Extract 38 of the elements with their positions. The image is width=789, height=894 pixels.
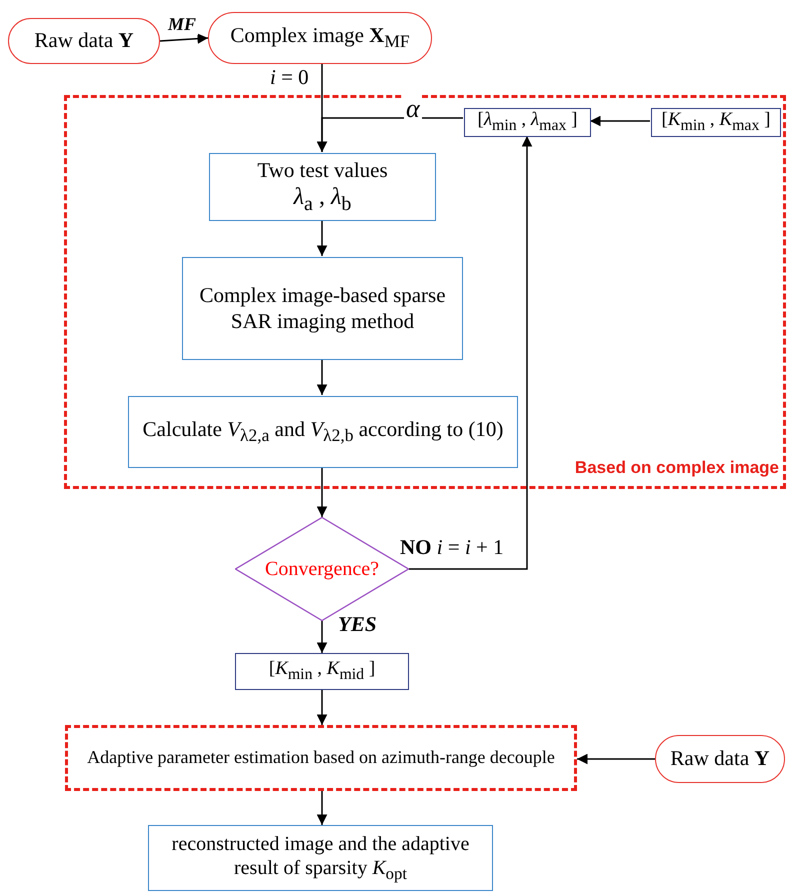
arrow [590,116,650,126]
arrow [316,467,328,517]
process-text: [λ$_{min}$ , λ$_{max}$ ] [476,109,578,136]
terminal-label: Complex image X$_{MF}$ [229,23,411,53]
terminal-label: Raw data Y [669,746,771,772]
terminal-label: Raw data Y [33,28,135,54]
arrow [160,33,208,44]
arrow [409,136,532,570]
process-box [235,653,409,690]
process-box [464,108,591,137]
terminal-box [208,12,432,64]
group-title: Based on complex image [574,458,779,478]
arrow [316,791,328,825]
arrow [316,220,328,256]
process-text: Adaptive parameter estimation based on azimuth-range decouple [86,747,556,769]
process-text: Two test values [256,158,389,184]
process-text: λ$_{a}$ , λ$_{b}$ [292,183,352,216]
terminal-box [655,735,785,783]
process-box [651,108,781,137]
process-text: reconstructed image and the adaptive result of sparsity K$_{opt}$ [170,832,470,884]
arrow [577,754,655,764]
process-box [148,825,493,891]
edge-label: MF [166,15,198,35]
process-text: Calculate V$_{λ2,a}$ and V$_{λ2,b}$ according to (10) [142,417,504,447]
process-box [209,153,436,221]
arrow [316,359,328,395]
arrow [316,621,328,653]
dashed-group-region [64,95,786,489]
arrow [316,117,463,152]
process-text: Complex image-based sparse SAR imaging method [198,283,447,334]
process-text: [K$_{min}$ , K$_{mid}$ ] [268,658,376,685]
decision-text: Convergence? [264,557,380,581]
process-box [128,396,518,468]
terminal-box [8,18,160,64]
arrow [316,690,328,725]
dashed-process-box [65,725,577,791]
process-box [182,257,463,360]
process-text: [K$_{min}$ , K$_{max}$ ] [660,109,772,136]
